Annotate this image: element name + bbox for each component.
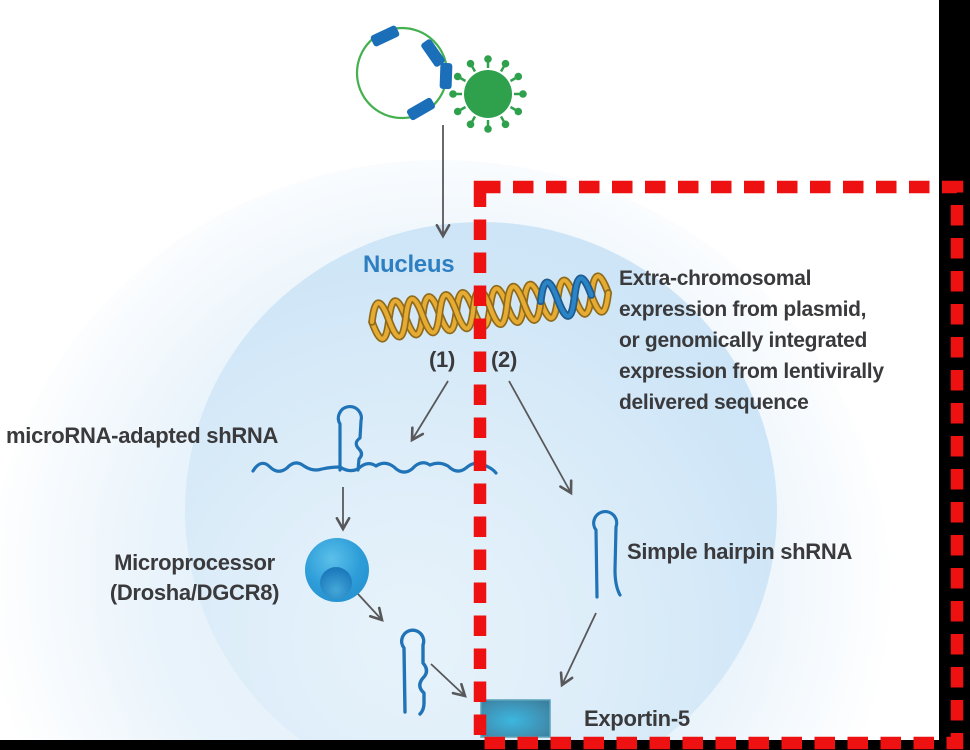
note-line: expression from plasmid, <box>619 298 867 321</box>
note-line: delivered sequence <box>619 391 809 414</box>
note-line: Extra-chromosomal <box>619 267 812 290</box>
note-line: expression from lentivirally <box>619 360 884 383</box>
microprocessor-label-line1: Microprocessor <box>114 550 275 575</box>
nucleus-label: Nucleus <box>363 251 455 278</box>
microprocessor-label: Microprocessor (Drosha/DGCR8) <box>92 548 297 608</box>
pathway-1-label: (1) <box>429 347 455 372</box>
simple-hairpin-label: Simple hairpin shRNA <box>627 539 853 564</box>
plasmid-icon <box>355 25 453 121</box>
microprocessor-label-line2: (Drosha/DGCR8) <box>109 580 280 605</box>
note-line: or genomically integrated <box>619 329 868 352</box>
expression-note: Extra-chromosomal expression from plasmi… <box>619 263 964 418</box>
exportin5-label: Exportin-5 <box>584 706 690 731</box>
mir-shrna-label: microRNA-adapted shRNA <box>6 423 279 448</box>
pathway-2-label: (2) <box>491 347 517 372</box>
virus-icon <box>449 55 527 133</box>
